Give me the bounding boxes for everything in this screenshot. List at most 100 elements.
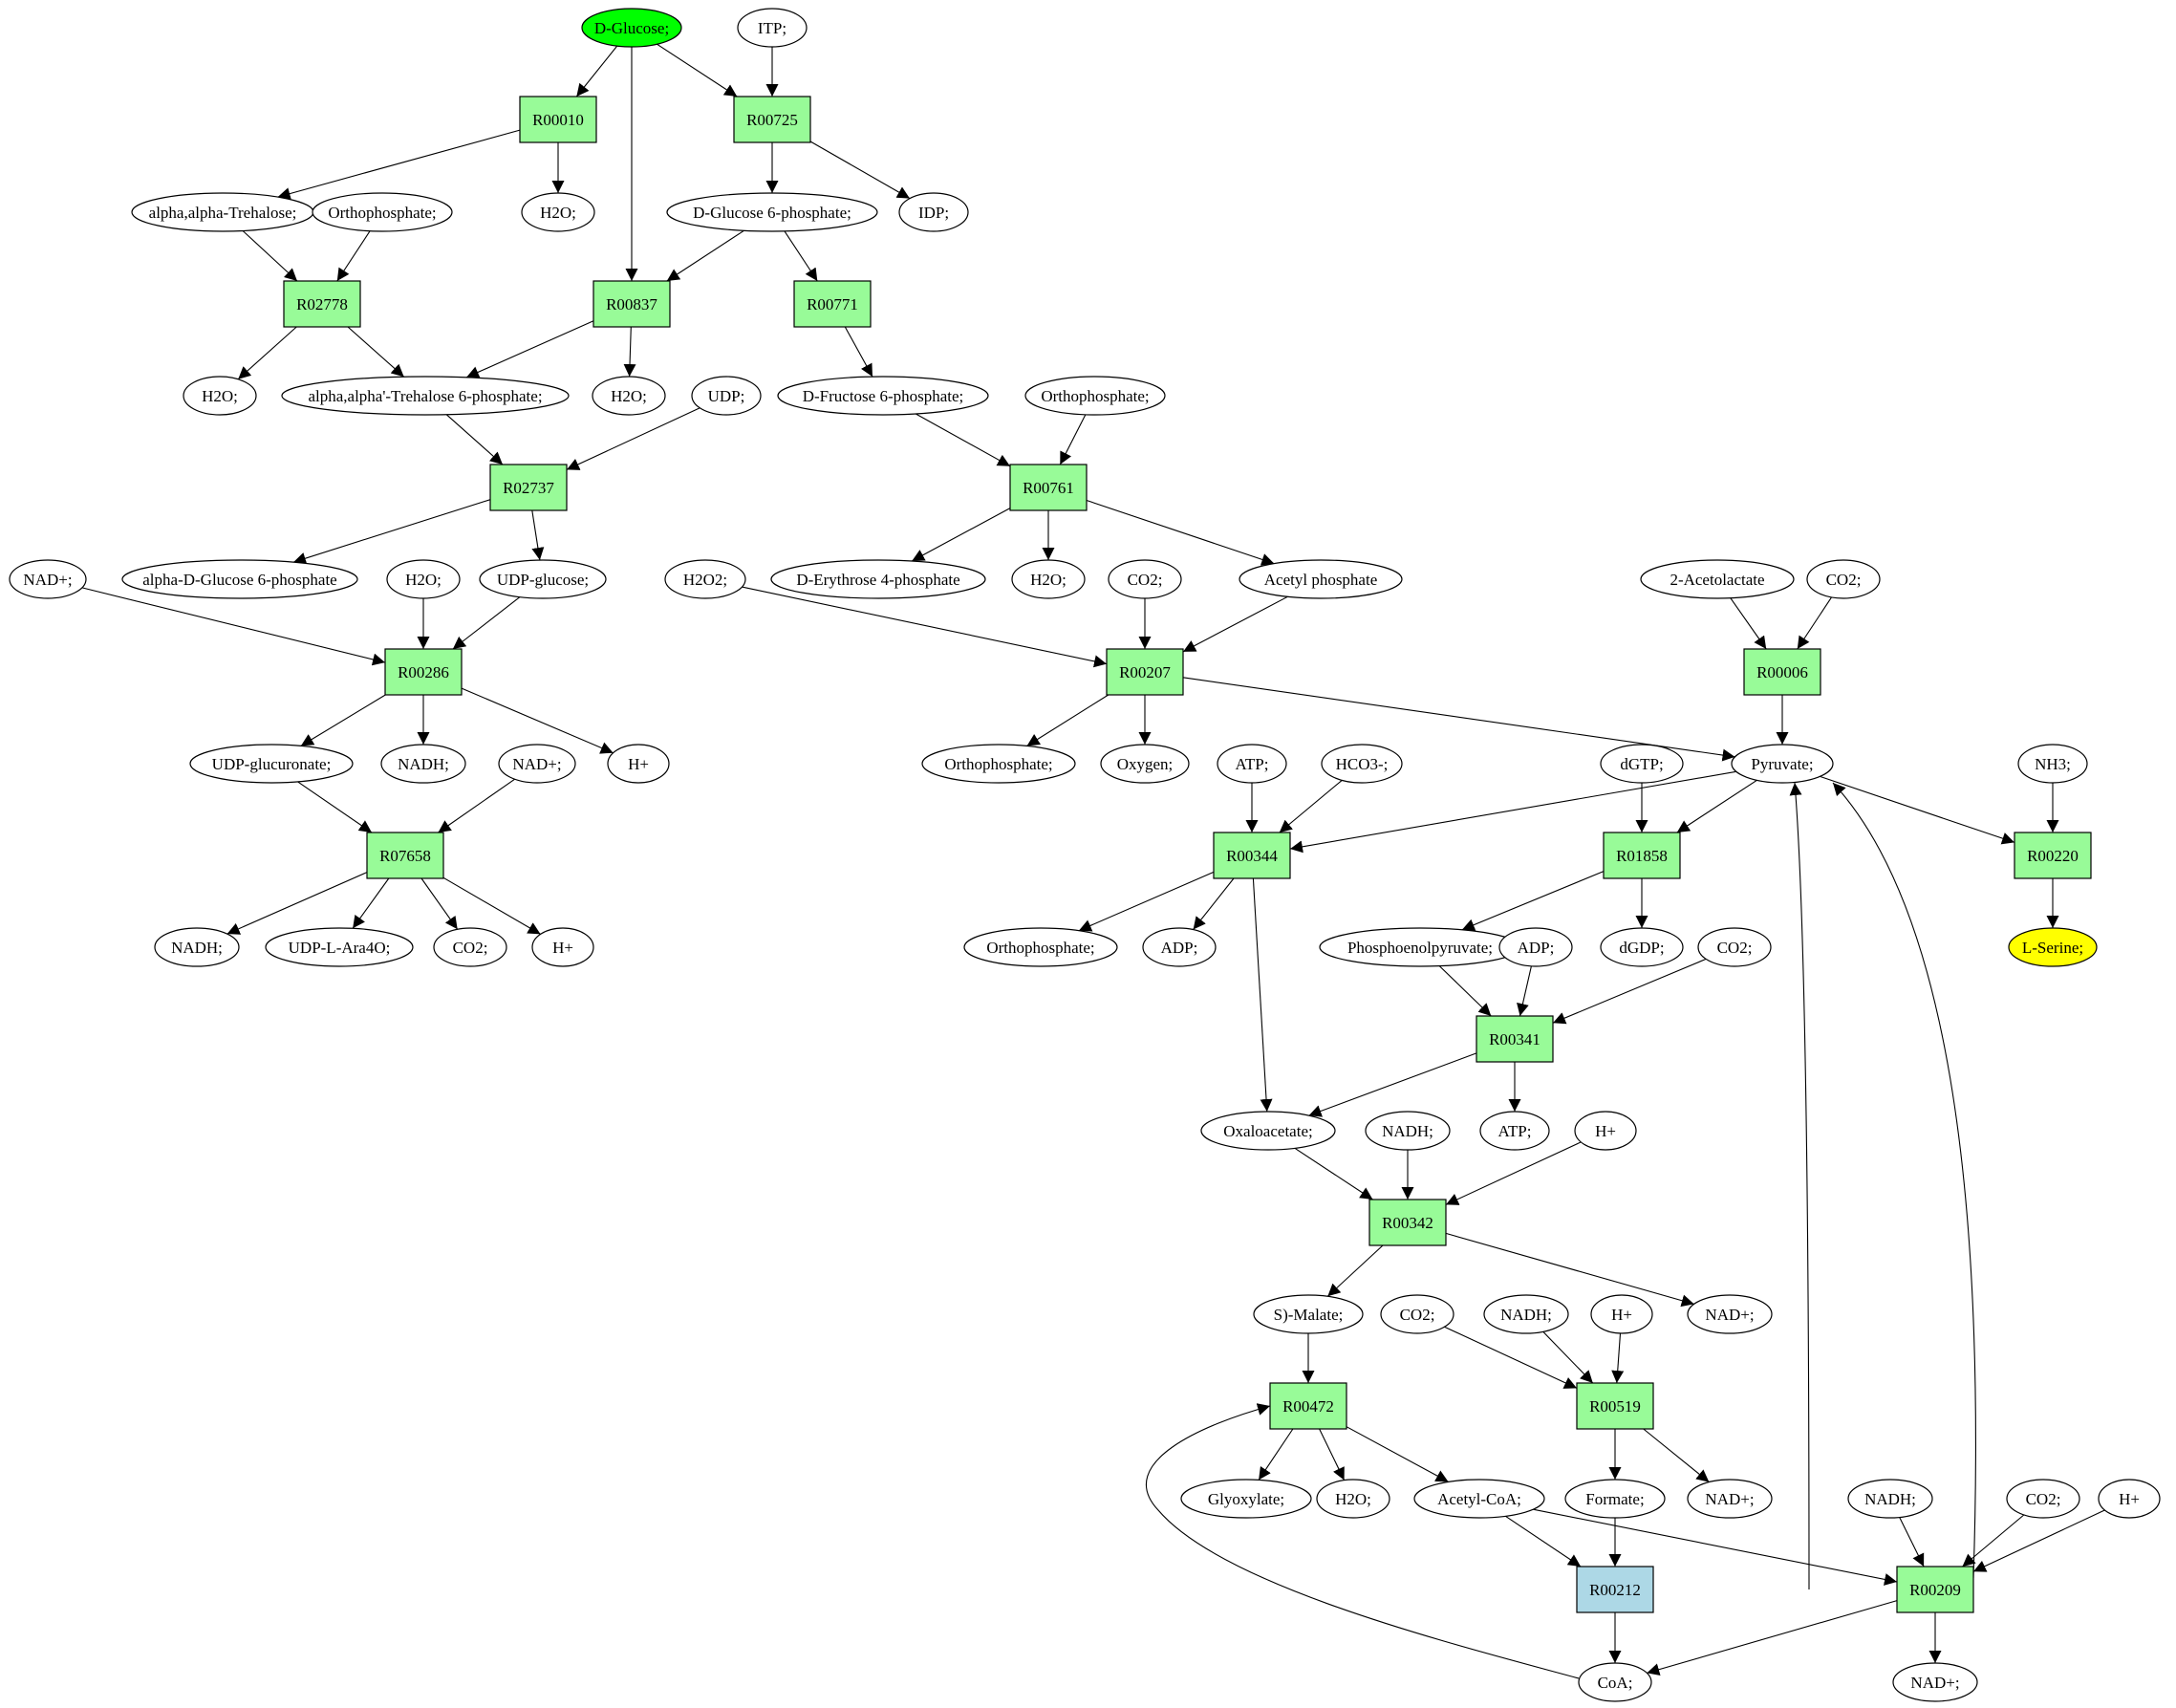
metabolite-node-nh3: NH3; xyxy=(2017,744,2088,784)
node-label: H2O; xyxy=(405,571,442,589)
node-label: R00837 xyxy=(606,295,657,313)
node-label: R01858 xyxy=(1616,847,1668,865)
edge-glucose6p-to-r00837 xyxy=(666,229,744,282)
edge-r00472-to-glyoxylate xyxy=(1258,1428,1294,1481)
metabolite-node-hplus_2: H+ xyxy=(531,927,594,967)
metabolite-ellipse xyxy=(1316,1479,1390,1519)
metabolite-ellipse xyxy=(1142,927,1217,967)
node-label: R00725 xyxy=(746,111,798,129)
node-label: ITP; xyxy=(758,19,786,37)
metabolite-node-acetolactate: 2-Acetolactate xyxy=(1640,559,1795,599)
node-label: R00212 xyxy=(1589,1581,1641,1599)
reaction-box xyxy=(1368,1199,1447,1246)
reaction-box xyxy=(1576,1382,1654,1430)
metabolite-ellipse xyxy=(265,927,414,967)
edge-r00344-to-orthophosphate_4 xyxy=(1078,871,1215,932)
reaction-node-r00472: R00472 xyxy=(1269,1382,1347,1430)
node-label: Acetyl-CoA; xyxy=(1437,1490,1521,1508)
metabolite-ellipse xyxy=(1380,1294,1454,1334)
edge-nad_1-to-r00286 xyxy=(81,587,386,666)
edge-nadh_4-to-r00519 xyxy=(1542,1330,1594,1384)
reaction-box xyxy=(733,96,811,143)
node-label: Phosphoenolpyruvate; xyxy=(1347,939,1493,957)
node-label: CO2; xyxy=(2026,1490,2061,1508)
metabolite-node-atp_1: ATP; xyxy=(1217,744,1287,784)
metabolite-ellipse xyxy=(1697,927,1772,967)
edge-coa-to-r00472 xyxy=(1145,1403,1580,1679)
node-label: HCO3-; xyxy=(1336,755,1389,773)
node-label: IDP; xyxy=(918,204,949,222)
node-label: D-Erythrose 4-phosphate xyxy=(796,571,959,589)
edge-oxaloacetate-to-r00342 xyxy=(1294,1147,1373,1200)
metabolite-node-orthophosphate_2: Orthophosphate; xyxy=(1024,376,1166,416)
edge-hplus_3-to-r00342 xyxy=(1445,1141,1582,1205)
edge-r00212-to-pyruvate xyxy=(1789,782,1810,1590)
edge-r00010-to-trehalose xyxy=(277,129,521,200)
metabolite-ellipse xyxy=(2017,744,2088,784)
edge-glucose-to-r00725 xyxy=(657,43,738,97)
edge-fructose6p-to-r00761 xyxy=(916,413,1011,467)
reaction-box xyxy=(793,280,872,328)
reaction-box xyxy=(1896,1566,1974,1613)
metabolite-ellipse xyxy=(380,744,466,784)
node-label: Pyruvate; xyxy=(1751,755,1813,773)
metabolite-node-nadh_3: NADH; xyxy=(1365,1111,1451,1151)
metabolite-node-hplus_3: H+ xyxy=(1574,1111,1637,1151)
metabolite-ellipse xyxy=(1640,559,1795,599)
metabolite-ellipse xyxy=(2006,1479,2080,1519)
metabolite-node-h2o_2: H2O; xyxy=(183,376,257,416)
metabolite-ellipse xyxy=(1806,559,1881,599)
metabolite-node-hplus_5: H+ xyxy=(2098,1479,2161,1519)
metabolite-node-orthophosphate_1: Orthophosphate; xyxy=(312,192,453,232)
reaction-box xyxy=(366,832,444,879)
edge-r00342-to-malate xyxy=(1326,1244,1384,1297)
metabolite-ellipse xyxy=(898,192,969,232)
edge-r00344-to-adp_1 xyxy=(1193,877,1235,930)
node-label: CO2; xyxy=(453,939,488,957)
node-label: S)-Malate; xyxy=(1274,1306,1344,1324)
node-label: NADH; xyxy=(1864,1490,1916,1508)
reaction-node-r00519: R00519 xyxy=(1576,1382,1654,1430)
edge-udp_glucuronate-to-r07658 xyxy=(297,781,373,833)
metabolite-ellipse xyxy=(1847,1479,1933,1519)
metabolite-node-glyoxylate: Glyoxylate; xyxy=(1180,1479,1312,1519)
edge-r02737-to-udp_glucose xyxy=(531,509,545,561)
metabolite-node-nad_4: NAD+; xyxy=(1687,1479,1773,1519)
node-label: R00472 xyxy=(1282,1397,1334,1416)
edge-orthophosphate_2-to-r00761 xyxy=(1059,414,1087,465)
node-label: R00220 xyxy=(2027,847,2079,865)
node-label: H+ xyxy=(1611,1306,1632,1324)
node-label: UDP-glucose; xyxy=(497,571,589,589)
reaction-box xyxy=(2014,832,2092,879)
reaction-node-r00341: R00341 xyxy=(1476,1015,1554,1063)
metabolite-node-serine: L-Serine; xyxy=(2008,927,2098,967)
node-label: NH3; xyxy=(2035,755,2071,773)
reaction-node-r00207: R00207 xyxy=(1106,648,1184,696)
metabolite-ellipse xyxy=(9,559,87,599)
edge-r00207-to-pyruvate xyxy=(1182,677,1735,762)
edge-r00344-to-oxaloacetate xyxy=(1252,877,1273,1113)
reaction-node-r01858: R01858 xyxy=(1603,832,1681,879)
edge-acetyl_phosphate-to-r00207 xyxy=(1182,595,1288,653)
metabolite-ellipse xyxy=(1687,1479,1773,1519)
metabolite-ellipse xyxy=(592,376,666,416)
metabolite-ellipse xyxy=(1253,1294,1364,1334)
metabolite-ellipse xyxy=(1217,744,1287,784)
reaction-node-r00212: R00212 xyxy=(1576,1566,1654,1613)
metabolite-ellipse xyxy=(770,559,986,599)
node-label: D-Fructose 6-phosphate; xyxy=(803,387,964,405)
edge-co2_5-to-r00519 xyxy=(1444,1326,1578,1389)
reaction-box xyxy=(384,648,463,696)
node-label: alpha,alpha'-Trehalose 6-phosphate; xyxy=(308,387,542,405)
node-label: ATP; xyxy=(1498,1122,1532,1140)
reaction-node-r00220: R00220 xyxy=(2014,832,2092,879)
metabolite-ellipse xyxy=(777,376,989,416)
node-label: NADH; xyxy=(398,755,449,773)
edge-nad_2-to-r07658 xyxy=(438,778,516,833)
node-label: H+ xyxy=(1595,1122,1616,1140)
node-label: R00006 xyxy=(1756,663,1808,681)
metabolite-node-udp_ara4o: UDP-L-Ara4O; xyxy=(265,927,414,967)
edge-r01858-to-pep xyxy=(1461,871,1605,931)
edge-r07658-to-udp_ara4o xyxy=(352,877,390,929)
